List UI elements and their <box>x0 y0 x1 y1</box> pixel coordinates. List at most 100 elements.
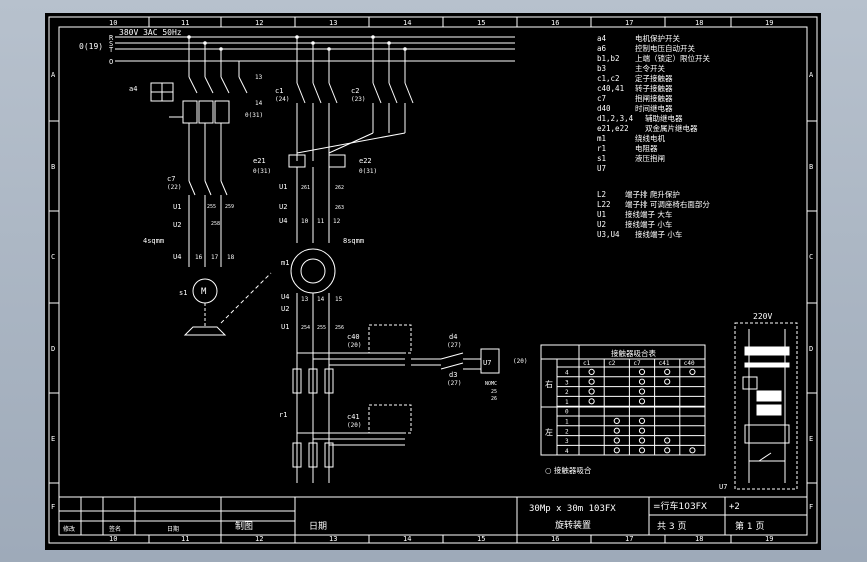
u2-left: U2 <box>173 221 181 229</box>
table-mark <box>689 368 696 375</box>
m1-label: m1 <box>281 259 289 267</box>
inner-frame <box>58 26 808 536</box>
bottom-number-1: 11 <box>181 535 189 543</box>
legend-desc-1: 控制电压自动开关 <box>635 43 695 53</box>
legend-code-13: U7 <box>597 164 606 173</box>
t261: 261 <box>301 185 310 191</box>
e22-relay <box>328 154 346 168</box>
table-row-label: 0 <box>565 409 569 416</box>
m1-motor-inner <box>300 258 326 284</box>
bottom-number-0: 10 <box>109 535 117 543</box>
table-col-c7: c7 <box>633 360 641 367</box>
control-220v-box <box>734 322 798 490</box>
c7-ref: (22) <box>167 184 181 191</box>
c40-label: c40 <box>347 333 360 341</box>
legend: a4 电机保护开关 a6 控制电压自动开关 b1,b2 上端（锁定）限位开关 b… <box>597 33 710 239</box>
table-group-right: 右 <box>545 379 553 389</box>
n10: 10 <box>301 218 309 225</box>
l13-label: 13 <box>255 74 263 81</box>
top-number-5: 15 <box>477 19 485 27</box>
legend2-desc-0: 端子排 爬升保护 <box>625 189 680 199</box>
table-row-label: 3 <box>565 438 569 445</box>
table-mark <box>638 427 646 434</box>
t258-left: 258 <box>211 221 220 227</box>
table-mark <box>689 447 696 454</box>
s1-label: s1 <box>179 289 187 297</box>
table-row-label: 3 <box>565 379 569 386</box>
table-mark <box>638 447 646 454</box>
v220-label: 220V <box>753 312 772 321</box>
c7-contactor <box>188 180 228 267</box>
legend2-desc-4: 接线端子 小车 <box>635 229 683 239</box>
ref-20: (20) <box>513 358 527 365</box>
legend2-desc-3: 接线端子 小车 <box>625 219 673 229</box>
legend-desc-12: 液压抱闸 <box>635 153 665 163</box>
u4-rotor: U4 <box>281 293 289 301</box>
a4-breaker-poles <box>169 76 248 181</box>
t254: 254 <box>301 325 310 331</box>
draw-label: 制图 <box>235 520 253 532</box>
legend-code-0: a4 <box>597 34 607 43</box>
table-title: 接触器吸合表 <box>611 348 656 358</box>
drawing-sheet[interactable]: 10 11 12 13 14 15 16 17 18 19 10 11 12 1… <box>45 13 821 550</box>
top-number-2: 12 <box>255 19 263 27</box>
u2-center: U2 <box>279 203 287 211</box>
c40-ref: (20) <box>347 342 361 349</box>
d4-ref: (27) <box>447 342 461 349</box>
t259-left: 259 <box>225 204 234 210</box>
legend-desc-0: 电机保护开关 <box>635 33 680 43</box>
legend-desc-5: 转子接触器 <box>635 83 673 93</box>
legend-desc-10: 绕线电机 <box>635 133 665 143</box>
schematic-svg: 10 11 12 13 14 15 16 17 18 19 10 11 12 1… <box>48 16 818 544</box>
side-letter-right-0: A <box>809 71 814 79</box>
legend-code-11: r1 <box>597 144 606 153</box>
table-row-label: 4 <box>565 448 569 455</box>
bottom-number-6: 16 <box>551 535 559 543</box>
top-number-1: 11 <box>181 19 189 27</box>
side-letter-left-5: F <box>51 503 55 511</box>
top-number-6: 16 <box>551 19 559 27</box>
d3-ref: (27) <box>447 380 461 387</box>
date2-label: 日期 <box>167 525 179 533</box>
n16: 16 <box>195 254 203 261</box>
legend-desc-8: 辅助继电器 <box>645 113 683 123</box>
side-letter-left-2: C <box>51 253 55 261</box>
rev-label: 修改 <box>63 525 75 533</box>
c2-label: c2 <box>351 87 359 95</box>
side-letter-right-5: F <box>809 503 813 511</box>
u1-center: U1 <box>279 183 287 191</box>
legend-desc-6: 抱闸接触器 <box>635 93 673 103</box>
phase-t: T <box>109 46 114 54</box>
table-mark <box>638 388 646 395</box>
side-letter-right-4: E <box>809 435 813 443</box>
legend-code-10: m1 <box>597 134 606 143</box>
top-number-8: 18 <box>695 19 703 27</box>
legend2-code-2: U1 <box>597 210 606 219</box>
c2-ref: (23) <box>351 96 365 103</box>
date-label: 日期 <box>309 521 327 532</box>
phase-o: O <box>109 58 113 66</box>
bottom-number-9: 19 <box>765 535 773 543</box>
table-mark <box>613 447 620 454</box>
m1-motor-outer <box>290 248 336 294</box>
drawing-name: 旋转装置 <box>555 519 591 531</box>
u1-rotor: U1 <box>281 323 289 331</box>
legend-code-7: d40 <box>597 104 611 113</box>
legend-desc-2: 上端（锁定）限位开关 <box>635 53 710 63</box>
model-text: 30Mp x 30m 103FX <box>529 504 616 514</box>
n17: 17 <box>211 254 219 261</box>
t263: 263 <box>335 205 344 211</box>
control-circuit <box>742 329 790 483</box>
t256: 256 <box>335 325 344 331</box>
l14-label: 14 <box>255 100 263 107</box>
legend-desc-4: 定子接触器 <box>635 73 673 83</box>
c41-label: c41 <box>347 413 360 421</box>
side-letter-left-4: E <box>51 435 55 443</box>
table-mark <box>638 437 646 444</box>
table-note: ○ 接触器吸合 <box>545 465 592 475</box>
bottom-number-2: 12 <box>255 535 263 543</box>
table-col-c1: c1 <box>583 360 591 367</box>
top-grid-ticks <box>49 17 817 543</box>
n18: 18 <box>227 254 235 261</box>
